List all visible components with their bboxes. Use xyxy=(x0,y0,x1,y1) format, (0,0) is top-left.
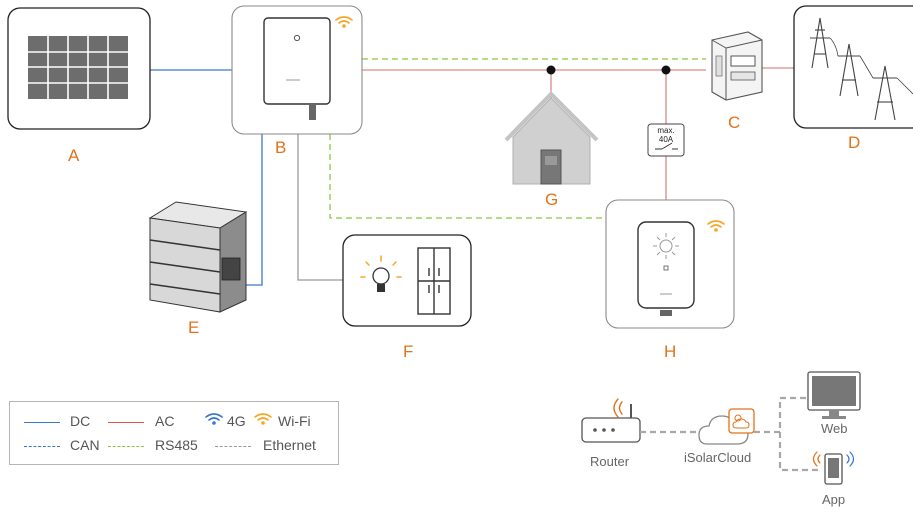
refrigerator-icon xyxy=(417,247,451,315)
legend: DC AC 4G Wi-Fi CAN RS485 Ethernet xyxy=(9,401,339,465)
cloud-icon xyxy=(698,408,755,445)
junction-dot-charger xyxy=(661,65,671,75)
wifi-signal-icon xyxy=(812,451,821,467)
legend-swatch-dc xyxy=(24,422,60,423)
grid-device xyxy=(793,5,913,129)
rs485-line-charger xyxy=(329,134,606,219)
legend-label-ac: AC xyxy=(155,413,175,429)
switch-label-rating: 40A xyxy=(658,135,674,144)
solar-panel-icon xyxy=(28,36,128,99)
solar-panel-device xyxy=(7,7,151,130)
legend-label-can: CAN xyxy=(70,437,100,453)
label-d: D xyxy=(848,133,861,152)
isolarcloud-logo-icon xyxy=(732,414,750,429)
label-h: H xyxy=(664,342,677,361)
label-c: C xyxy=(728,113,741,132)
legend-swatch-ethernet xyxy=(215,446,251,447)
web-label: Web xyxy=(821,421,848,436)
monitor-icon xyxy=(807,371,861,419)
router-label: Router xyxy=(590,454,630,469)
ethernet-line-load xyxy=(297,134,343,281)
wifi-signal-icon xyxy=(613,398,623,418)
router-device xyxy=(581,398,641,443)
junction-dot-house xyxy=(546,65,556,75)
dc-line-inverter-battery xyxy=(240,134,263,286)
ev-charger-device xyxy=(605,199,735,329)
legend-swatch-can xyxy=(24,446,60,447)
battery-device xyxy=(148,201,248,313)
smart-meter-device xyxy=(711,31,763,101)
house-icon xyxy=(504,91,599,185)
wifi-icon xyxy=(335,16,353,28)
charger-led-icon xyxy=(653,233,679,259)
wifi-icon xyxy=(707,220,725,232)
legend-label-wifi: Wi-Fi xyxy=(278,413,311,429)
switch-label-max: max. xyxy=(657,126,675,135)
ethernet-line-cloud-web xyxy=(754,396,808,434)
label-f: F xyxy=(403,342,414,361)
smartphone-icon xyxy=(812,451,855,485)
label-b: B xyxy=(275,138,287,157)
label-a: A xyxy=(68,146,80,165)
app-label: App xyxy=(822,492,846,507)
legend-swatch-rs485 xyxy=(108,446,144,447)
legend-4g-icon xyxy=(205,413,223,425)
circuit-breaker-box xyxy=(647,123,685,157)
legend-label-dc: DC xyxy=(70,413,91,429)
label-e: E xyxy=(188,318,200,337)
legend-label-4g: 4G xyxy=(227,413,246,429)
legend-label-ethernet: Ethernet xyxy=(263,437,316,453)
power-tower-icon xyxy=(810,17,913,121)
label-g: G xyxy=(545,190,559,209)
inverter-device xyxy=(231,5,363,135)
4g-signal-icon xyxy=(846,451,855,467)
ethernet-line-cloud-app xyxy=(778,432,818,472)
legend-label-rs485: RS485 xyxy=(155,437,198,453)
legend-wifi-icon xyxy=(254,413,272,425)
cloud-label: iSolarCloud xyxy=(684,450,752,465)
lightbulb-icon xyxy=(360,255,402,292)
smart-load-device xyxy=(342,234,472,327)
legend-swatch-ac xyxy=(108,422,144,423)
